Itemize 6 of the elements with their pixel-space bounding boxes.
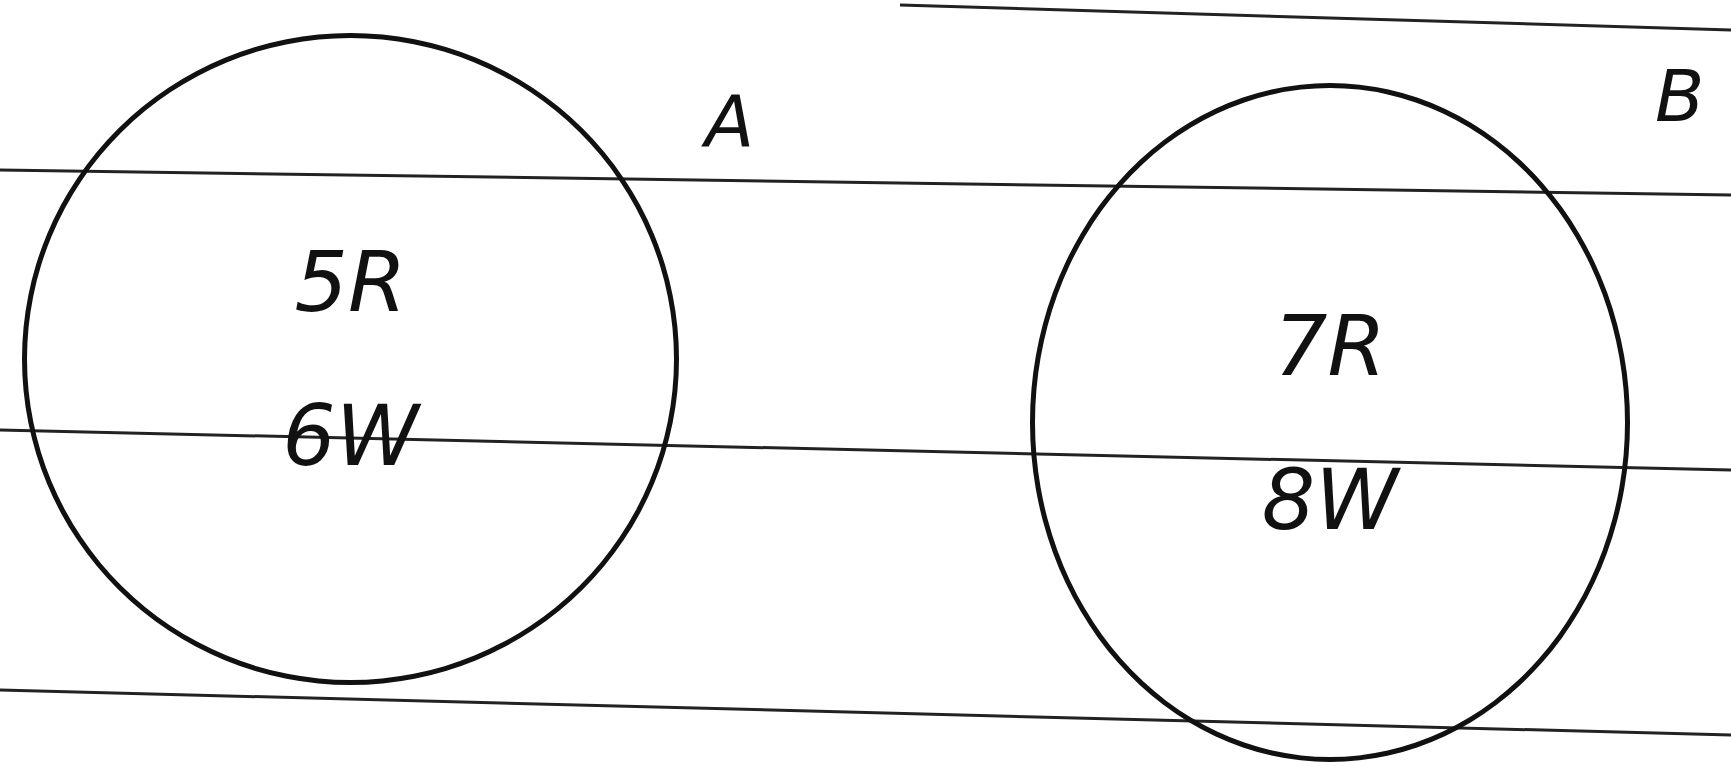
count-label: 5R	[294, 240, 407, 324]
count-label: 8W	[1261, 457, 1399, 542]
set-label: B	[1655, 60, 1705, 132]
count-label: 7R	[1274, 303, 1386, 388]
circle	[1030, 83, 1630, 762]
circle	[22, 33, 679, 685]
